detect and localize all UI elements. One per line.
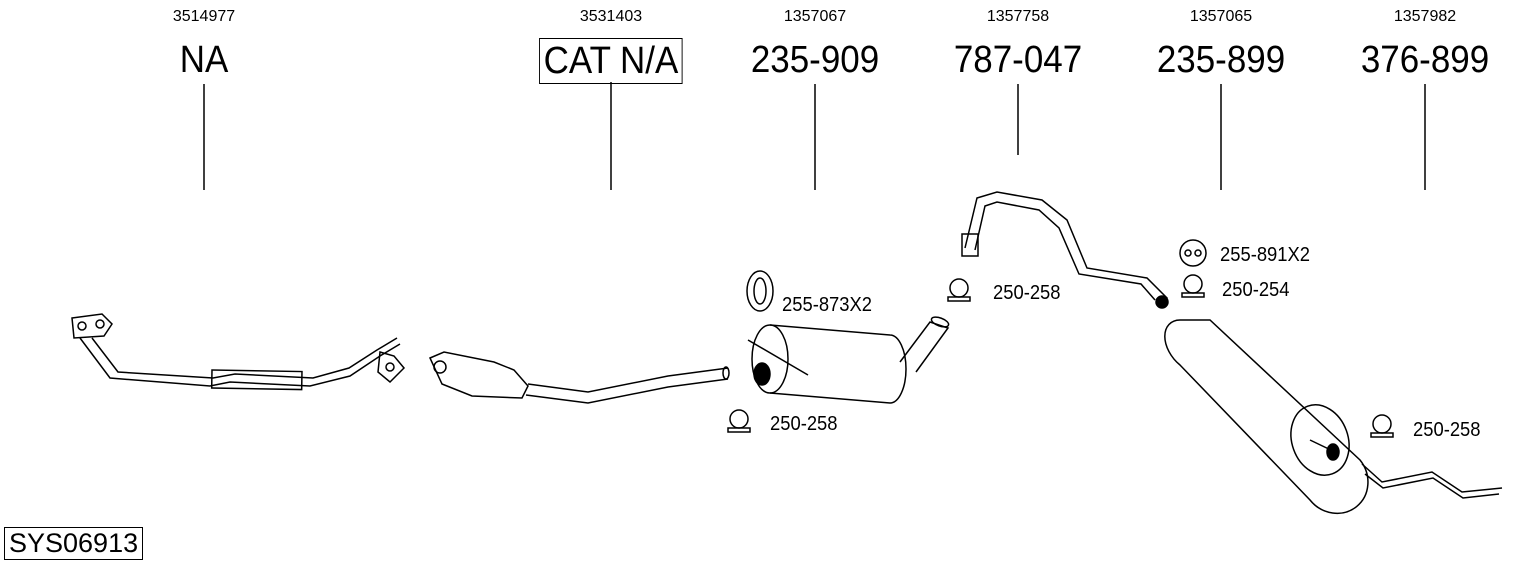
part-number-link[interactable]: 235-909 <box>750 39 880 81</box>
rubber-ring-icon <box>753 277 767 305</box>
oe-number: 1357067 <box>783 8 847 25</box>
accessory-label[interactable]: 255-873X2 <box>782 294 873 316</box>
accessory-label[interactable]: 255-891X2 <box>1220 244 1311 266</box>
accessory-label[interactable]: 250-258 <box>1413 419 1481 441</box>
oe-number: 1357758 <box>986 8 1050 25</box>
catalyst-drawing <box>428 351 730 404</box>
accessory-label[interactable]: 250-254 <box>1222 279 1290 301</box>
clamp-icon <box>947 278 971 302</box>
rubber-ring-icon <box>746 270 774 312</box>
front-silencer-drawing <box>747 316 950 404</box>
middle-pipe-drawing <box>961 191 1169 309</box>
clamp-icon <box>1370 414 1394 438</box>
diagram-code: SYS06913 <box>4 527 144 560</box>
rear-silencer-drawing <box>1164 319 1369 515</box>
part-number-link[interactable]: 787-047 <box>953 39 1083 81</box>
oe-number: 3531403 <box>579 8 643 25</box>
accessory-label[interactable]: 250-258 <box>770 413 838 435</box>
oe-number: 1357065 <box>1189 8 1253 25</box>
clamp-icon <box>1181 274 1205 298</box>
tail-pipe-drawing <box>1361 463 1503 499</box>
rubber-hanger-icon <box>1179 239 1207 267</box>
part-number-link[interactable]: CAT N/A <box>539 38 683 84</box>
oe-number: 3514977 <box>172 8 236 25</box>
clamp-icon <box>727 409 751 433</box>
accessory-label[interactable]: 250-258 <box>993 282 1061 304</box>
part-number-link[interactable]: NA <box>179 39 229 81</box>
front-pipe-drawing <box>71 313 406 391</box>
part-number-link[interactable]: 235-899 <box>1156 39 1286 81</box>
oe-number: 1357982 <box>1393 8 1457 25</box>
part-number-link[interactable]: 376-899 <box>1360 39 1490 81</box>
